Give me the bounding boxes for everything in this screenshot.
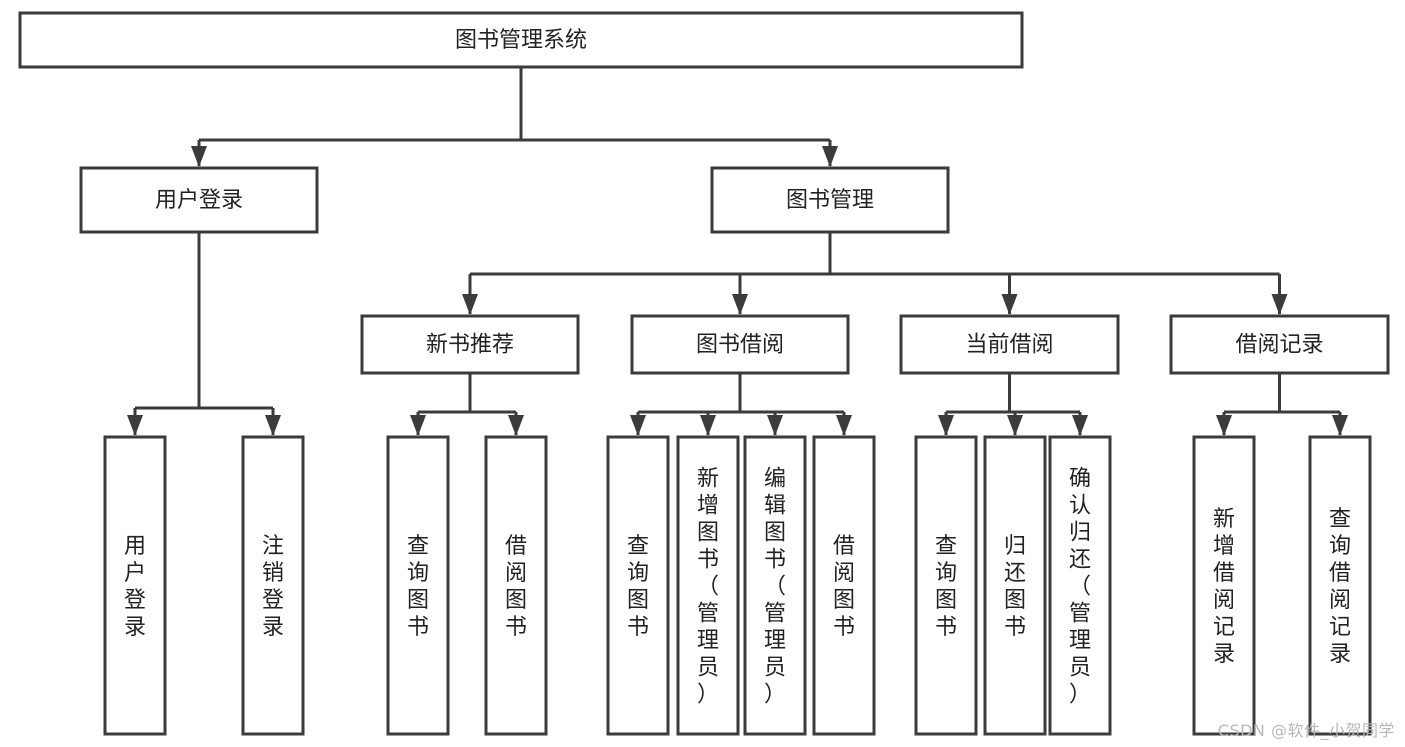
node-borrow-record[interactable]: 借阅记录 bbox=[1169, 314, 1390, 375]
node-label-leaf-query-record: 查询借阅记录 bbox=[1329, 507, 1351, 667]
edge-group bbox=[462, 232, 1288, 315]
node-label-leaf-return-book: 归还图书 bbox=[1004, 534, 1026, 640]
arrow-head-icon bbox=[1271, 294, 1288, 315]
node-leaf-query-book-3[interactable]: 查询图书 bbox=[914, 435, 978, 736]
node-leaf-borrow-book-1[interactable]: 借阅图书 bbox=[484, 435, 548, 736]
arrow-head-icon bbox=[1216, 415, 1232, 436]
node-leaf-borrow-book-2[interactable]: 借阅图书 bbox=[812, 435, 876, 736]
node-leaf-query-book-2[interactable]: 查询图书 bbox=[606, 435, 670, 736]
node-box-user-login[interactable] bbox=[79, 166, 319, 234]
edge-group bbox=[410, 373, 524, 436]
node-label-leaf-query-book-2: 查询图书 bbox=[627, 534, 649, 640]
node-box-book-borrow[interactable] bbox=[630, 314, 850, 375]
node-box-leaf-borrow-book-1[interactable] bbox=[484, 435, 548, 736]
arrow-head-icon bbox=[700, 415, 716, 436]
arrow-head-icon bbox=[508, 415, 524, 436]
node-box-current-borrow[interactable] bbox=[899, 314, 1120, 375]
node-leaf-edit-book[interactable]: 编辑图书（管理员） bbox=[743, 435, 807, 736]
node-box-leaf-user-login[interactable] bbox=[103, 435, 167, 736]
node-box-leaf-confirm-return[interactable] bbox=[1048, 435, 1112, 736]
arrow-head-icon bbox=[1332, 415, 1348, 436]
arrow-head-icon bbox=[127, 415, 143, 436]
node-current-borrow[interactable]: 当前借阅 bbox=[899, 314, 1120, 375]
arrow-head-icon bbox=[1007, 415, 1023, 436]
node-label-current-borrow: 当前借阅 bbox=[965, 333, 1053, 358]
node-leaf-add-book[interactable]: 新增图书（管理员） bbox=[676, 435, 740, 736]
node-box-leaf-return-book[interactable] bbox=[983, 435, 1047, 736]
node-user-login[interactable]: 用户登录 bbox=[79, 166, 319, 234]
node-leaf-user-login[interactable]: 用户登录 bbox=[103, 435, 167, 736]
arrow-head-icon bbox=[938, 415, 954, 436]
arrow-head-icon bbox=[732, 294, 748, 315]
connector-edges bbox=[127, 67, 1348, 436]
arrow-head-icon bbox=[410, 415, 426, 436]
node-label-leaf-edit-book: 编辑图书（管理员） bbox=[764, 467, 786, 708]
node-box-leaf-add-record[interactable] bbox=[1192, 435, 1256, 736]
node-label-leaf-confirm-return: 确认归还（管理员） bbox=[1069, 467, 1091, 708]
node-label-leaf-query-book-1: 查询图书 bbox=[407, 534, 429, 640]
node-book-manage[interactable]: 图书管理 bbox=[710, 166, 950, 234]
edge-group bbox=[938, 373, 1088, 436]
node-label-user-login: 用户登录 bbox=[155, 188, 243, 213]
node-box-leaf-borrow-book-2[interactable] bbox=[812, 435, 876, 736]
node-book-borrow[interactable]: 图书借阅 bbox=[630, 314, 850, 375]
node-box-leaf-query-book-3[interactable] bbox=[914, 435, 978, 736]
node-label-book-manage: 图书管理 bbox=[786, 188, 874, 213]
arrow-head-icon bbox=[836, 415, 852, 436]
node-label-leaf-borrow-book-2: 借阅图书 bbox=[833, 534, 855, 640]
node-boxes: 图书管理系统用户登录图书管理新书推荐图书借阅当前借阅借阅记录用户登录注销登录查询… bbox=[18, 11, 1390, 736]
node-leaf-confirm-return[interactable]: 确认归还（管理员） bbox=[1048, 435, 1112, 736]
node-label-leaf-add-book: 新增图书（管理员） bbox=[697, 467, 719, 708]
node-box-leaf-query-record[interactable] bbox=[1308, 435, 1372, 736]
edge-group bbox=[630, 373, 852, 436]
node-label-leaf-logout: 注销登录 bbox=[262, 534, 284, 640]
node-box-leaf-edit-book[interactable] bbox=[743, 435, 807, 736]
node-label-borrow-record: 借阅记录 bbox=[1235, 333, 1323, 358]
node-leaf-query-record[interactable]: 查询借阅记录 bbox=[1308, 435, 1372, 736]
edge-group bbox=[127, 232, 281, 436]
node-box-leaf-query-book-1[interactable] bbox=[386, 435, 450, 736]
node-box-root[interactable] bbox=[18, 11, 1024, 69]
node-root[interactable]: 图书管理系统 bbox=[18, 11, 1024, 69]
node-label-leaf-add-record: 新增借阅记录 bbox=[1213, 507, 1235, 667]
node-box-leaf-add-book[interactable] bbox=[676, 435, 740, 736]
node-box-book-manage[interactable] bbox=[710, 166, 950, 234]
node-leaf-add-record[interactable]: 新增借阅记录 bbox=[1192, 435, 1256, 736]
arrow-head-icon bbox=[1072, 415, 1088, 436]
edge-group bbox=[1216, 373, 1348, 436]
node-label-leaf-query-book-3: 查询图书 bbox=[935, 534, 957, 640]
node-new-book-rec[interactable]: 新书推荐 bbox=[360, 314, 580, 375]
node-box-leaf-query-book-2[interactable] bbox=[606, 435, 670, 736]
node-leaf-query-book-1[interactable]: 查询图书 bbox=[386, 435, 450, 736]
node-leaf-return-book[interactable]: 归还图书 bbox=[983, 435, 1047, 736]
arrow-head-icon bbox=[462, 294, 478, 315]
node-label-leaf-borrow-book-1: 借阅图书 bbox=[505, 534, 527, 640]
arrow-head-icon bbox=[265, 415, 281, 436]
arrow-head-icon bbox=[1001, 294, 1018, 315]
node-label-new-book-rec: 新书推荐 bbox=[426, 333, 514, 358]
node-box-borrow-record[interactable] bbox=[1169, 314, 1390, 375]
node-label-root: 图书管理系统 bbox=[455, 28, 587, 53]
edge-group bbox=[191, 67, 838, 167]
node-leaf-logout[interactable]: 注销登录 bbox=[241, 435, 305, 736]
node-box-new-book-rec[interactable] bbox=[360, 314, 580, 375]
arrow-head-icon bbox=[767, 415, 783, 436]
arrow-head-icon bbox=[822, 146, 838, 167]
node-label-book-borrow: 图书借阅 bbox=[696, 333, 784, 358]
node-box-leaf-logout[interactable] bbox=[241, 435, 305, 736]
watermark-text: CSDN @软件_小贺同学 bbox=[1217, 721, 1395, 740]
node-label-leaf-user-login: 用户登录 bbox=[124, 534, 146, 640]
arrow-head-icon bbox=[191, 146, 207, 167]
arrow-head-icon bbox=[630, 415, 646, 436]
